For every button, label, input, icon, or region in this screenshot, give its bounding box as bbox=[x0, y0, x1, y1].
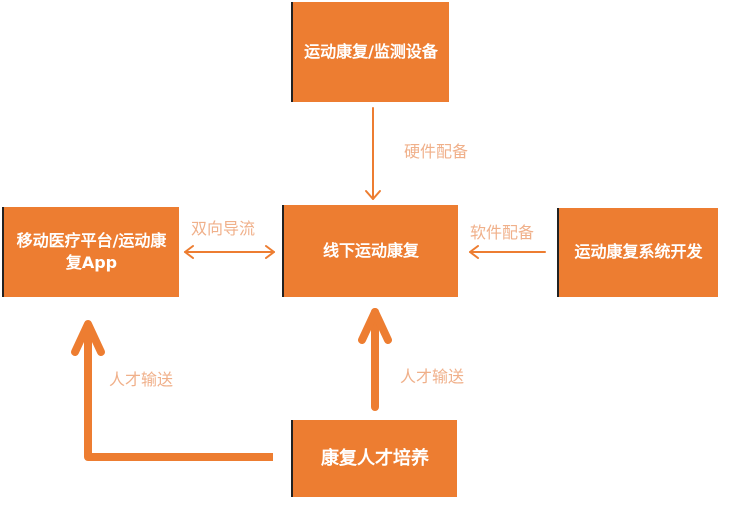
node-mobile-health-platform: 移动医疗平台/运动康复App bbox=[2, 207, 179, 297]
node-rehab-talent-training: 康复人才培养 bbox=[291, 420, 457, 497]
node-label: 运动康复/监测设备 bbox=[304, 41, 438, 61]
arrow-top-to-center bbox=[365, 107, 381, 200]
edge-label-talent-center: 人才输送 bbox=[400, 367, 465, 386]
node-sports-rehab-devices: 运动康复/监测设备 bbox=[291, 2, 449, 102]
node-label: 线下运动康复 bbox=[322, 240, 419, 260]
node-rehab-system-dev: 运动康复系统开发 bbox=[557, 208, 718, 297]
node-label: 运动康复系统开发 bbox=[574, 242, 703, 262]
node-label: 移动医疗平台/运动康复App bbox=[16, 230, 167, 272]
arrow-bottom-to-center bbox=[358, 308, 392, 411]
edge-label-two-way: 双向导流 bbox=[191, 219, 256, 238]
node-offline-rehab: 线下运动康复 bbox=[282, 205, 458, 297]
arrow-right-to-center bbox=[469, 245, 546, 259]
edge-label-software: 软件配备 bbox=[470, 223, 535, 242]
arrow-bottom-to-left bbox=[71, 320, 273, 461]
arrow-left-center-bidirectional bbox=[184, 245, 275, 259]
node-label: 康复人才培养 bbox=[321, 447, 429, 469]
edge-label-talent-left: 人才输送 bbox=[109, 370, 174, 389]
edge-label-hardware: 硬件配备 bbox=[404, 142, 469, 161]
